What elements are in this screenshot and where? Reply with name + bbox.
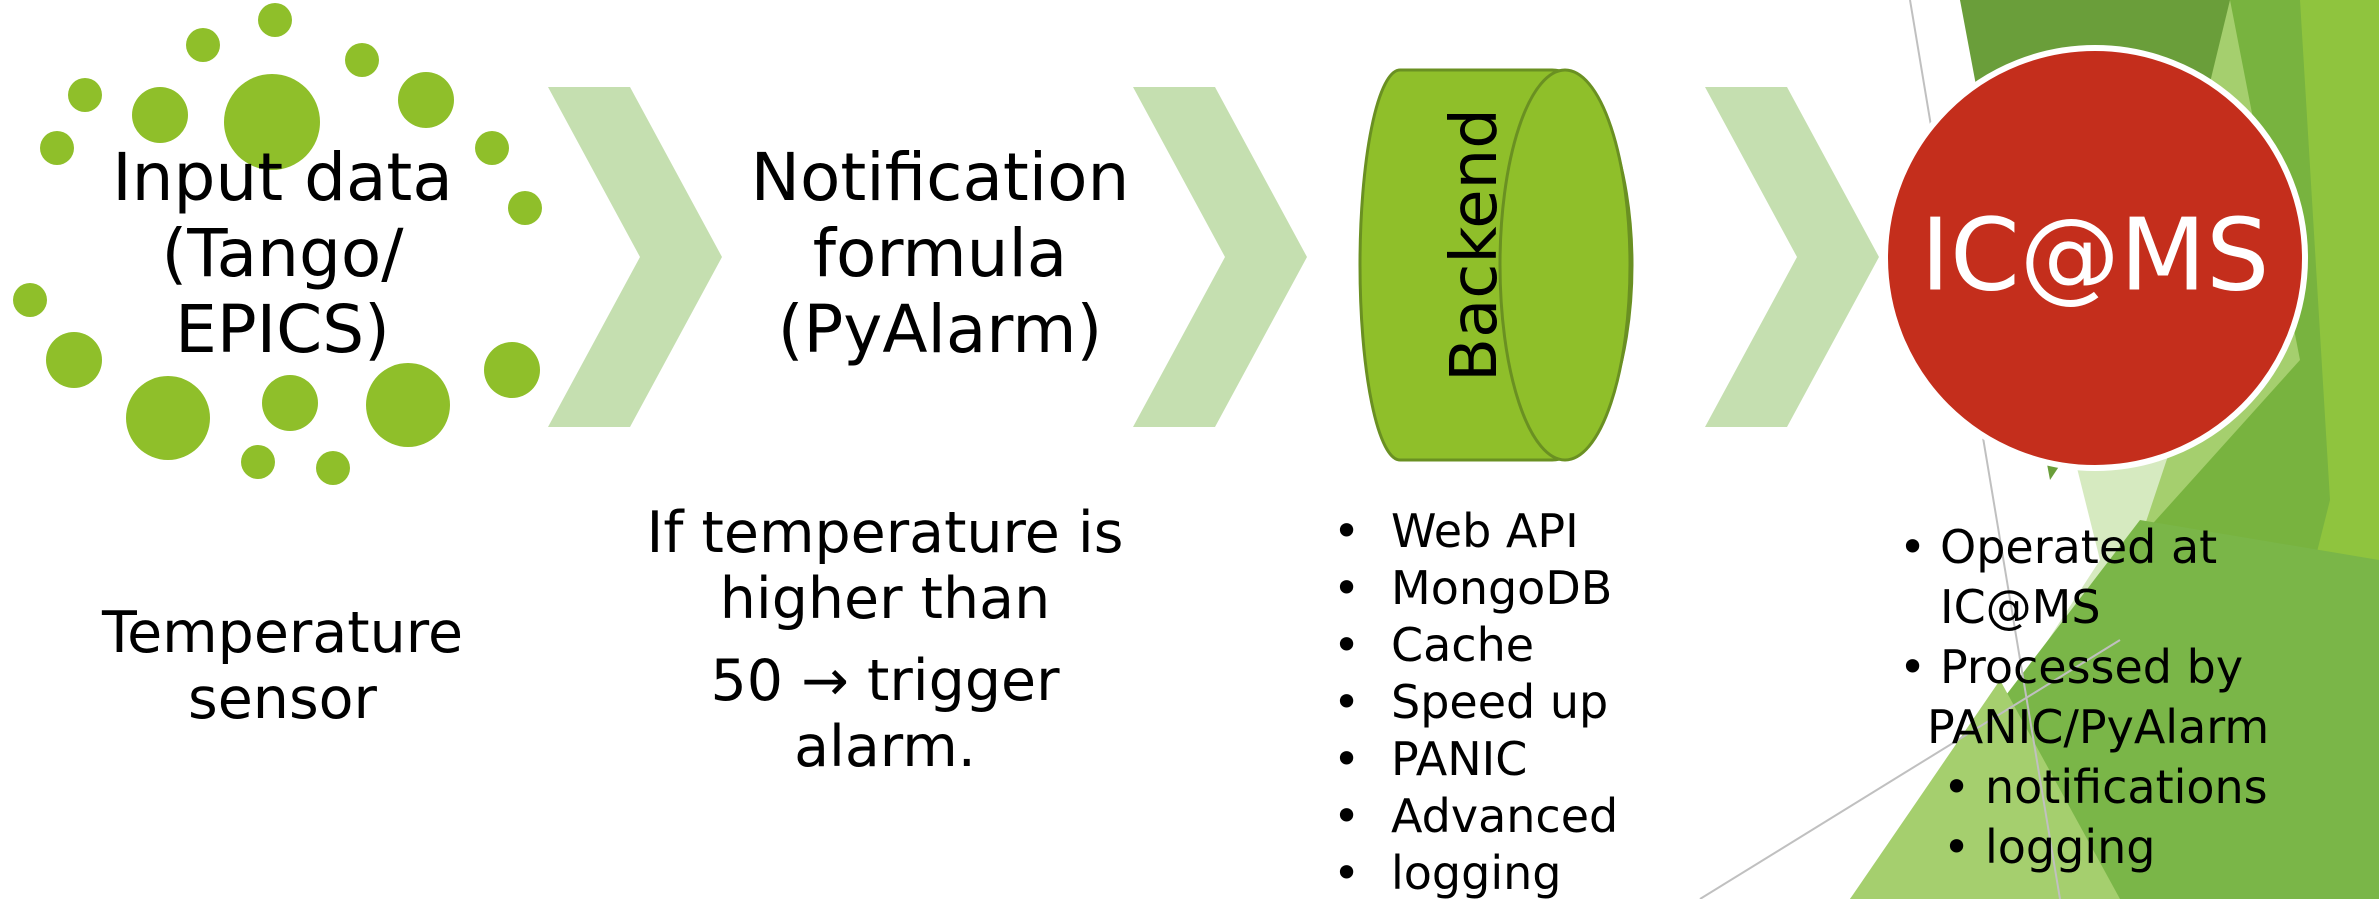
dot	[345, 43, 379, 77]
dot	[224, 74, 320, 170]
input-caption: Temperature sensor	[70, 600, 495, 732]
formula-caption-line-1: If temperature is	[646, 500, 1124, 566]
icams-bullet-processed: Processed by	[1895, 637, 2379, 697]
backend-bullet-web-api: Web API	[1325, 503, 1618, 560]
cylinder-end	[1498, 68, 1632, 462]
dot	[13, 283, 47, 317]
formula-title-line-1: Notification	[750, 139, 1130, 216]
input-title-line-2: (Tango/	[161, 215, 404, 292]
chevron-arrow-2	[1133, 87, 1307, 427]
formula-title-line-3: (PyAlarm)	[777, 291, 1103, 368]
dot	[316, 451, 350, 485]
backend-bullet-logging: logging	[1325, 845, 1618, 902]
backend-bullet-speed-up: Speed up	[1325, 674, 1618, 731]
input-caption-line-1: Temperature	[101, 600, 464, 666]
formula-caption-line-3: 50 → trigger	[710, 648, 1060, 714]
icams-subbullet-logging: logging	[1895, 817, 2379, 877]
icams-bullet-panic-pyalarm: PANIC/PyAlarm	[1927, 700, 2270, 754]
backend-bullet-advanced: Advanced	[1325, 788, 1618, 845]
dot	[398, 72, 454, 128]
dot	[258, 3, 292, 37]
formula-title-line-2: formula	[812, 215, 1068, 292]
input-title-line-3: EPICS)	[175, 291, 390, 368]
input-caption-line-2: sensor	[188, 666, 377, 732]
notification-formula-title: Notification formula (PyAlarm)	[700, 140, 1180, 368]
backend-bullet-list: Web API MongoDB Cache Speed up PANIC Adv…	[1325, 503, 1618, 902]
input-title-line-1: Input data	[112, 139, 453, 216]
dot	[186, 28, 220, 62]
icams-bullet-operated: Operated at IC@MS	[1895, 517, 2379, 637]
backend-bullet-panic: PANIC	[1325, 731, 1618, 788]
backend-title: Backend	[1438, 108, 1512, 382]
dot	[241, 445, 275, 479]
chevron-arrow-1	[548, 87, 722, 427]
dot	[475, 131, 509, 165]
backend-bullet-mongodb: MongoDB	[1325, 560, 1618, 617]
dot	[484, 342, 540, 398]
dot	[126, 376, 210, 460]
dot	[508, 191, 542, 225]
icams-subbullet-notifications: notifications	[1895, 757, 2379, 817]
input-data-title: Input data (Tango/ EPICS)	[70, 140, 495, 368]
icams-title: IC@MS	[1920, 196, 2270, 314]
dot	[132, 87, 188, 143]
chevron-arrow-3	[1705, 87, 1879, 427]
dot	[68, 78, 102, 112]
dot	[40, 131, 74, 165]
formula-caption-line-2: higher than	[719, 566, 1051, 632]
dot	[262, 375, 318, 431]
dot	[366, 363, 450, 447]
icams-circle	[1882, 45, 2308, 471]
formula-caption-line-4: alarm.	[794, 714, 976, 780]
backend-bullet-cache: Cache	[1325, 617, 1618, 674]
dot	[46, 332, 102, 388]
icams-bullet-list: Operated at IC@MS Processed by PANIC/PyA…	[1895, 517, 2379, 877]
formula-caption: If temperature is higher than 50 → trigg…	[630, 500, 1140, 780]
